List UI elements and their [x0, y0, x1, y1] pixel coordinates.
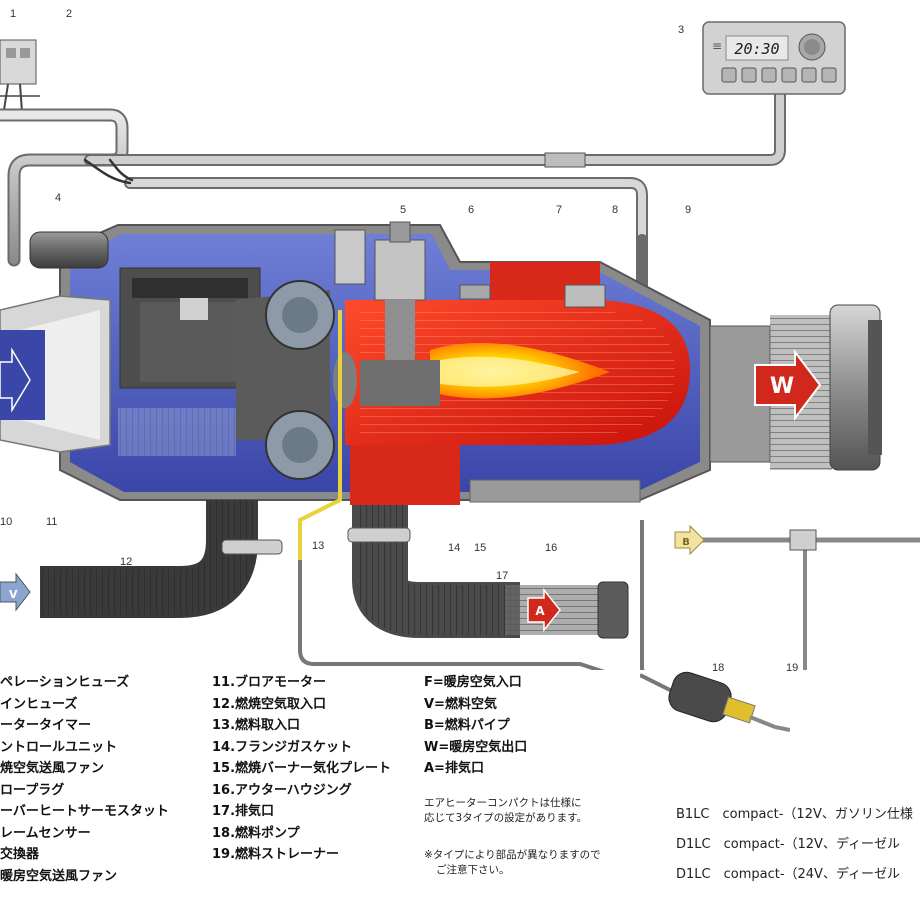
callout-7: 7 [556, 204, 563, 216]
legend-item: レームセンサー [0, 825, 91, 841]
flow-arrow-w: W [754, 349, 822, 421]
marker-w: W [770, 374, 794, 399]
fuel-pump [640, 671, 790, 732]
legend-item: 12.燃焼空気取入口 [212, 696, 327, 712]
legend-item: ロープラグ [0, 782, 65, 798]
callout-11: 11 [46, 516, 58, 528]
legend-item: 14.フランジガスケット [212, 739, 353, 755]
legend-middle: 11.ブロアモーター 12.燃焼空気取入口 13.燃料取入口 14.フランジガス… [212, 672, 391, 866]
callout-3: 3 [678, 24, 685, 36]
legend-item: 18.燃料ポンプ [212, 825, 300, 841]
callout-12: 12 [120, 556, 133, 568]
callout-6: 6 [468, 204, 475, 216]
svg-text:≡: ≡ [712, 39, 722, 53]
flame-sensor [459, 284, 491, 300]
flow-arrow-v: V [0, 572, 31, 612]
note-line: ご注意下さい。 [436, 864, 510, 876]
legend-item: 13.燃料取入口 [212, 718, 301, 733]
callout-15: 15 [474, 542, 487, 554]
legend-item: 焼空気送風ファン [0, 761, 105, 776]
model-item: B1LC compact-（12V、ガソリン仕様 [676, 807, 913, 822]
note-line: エアヒーターコンパクトは仕様に [424, 797, 582, 809]
callout-4: 4 [55, 192, 62, 204]
callout-19: 19 [786, 662, 799, 674]
legend-item: W=暖房空気出口 [424, 739, 528, 755]
overheat-thermostat [334, 229, 366, 285]
callout-5: 5 [400, 204, 407, 216]
legend-item: A=排気口 [424, 761, 484, 776]
legend-item: 15.燃焼バーナー気化プレート [212, 761, 392, 776]
flow-arrow-f [0, 347, 31, 413]
model-item: D1LC compact-（12V、ディーゼル [676, 837, 901, 852]
callout-8: 8 [612, 204, 619, 216]
legend-item: F=暖房空気入口 [424, 675, 522, 690]
marker-a: A [535, 604, 545, 618]
legend-item: 19.燃料ストレーナー [212, 847, 340, 862]
heater-timer: 20:30 ≡ [702, 21, 846, 95]
callout-1: 1 [10, 8, 17, 20]
legend-item: インヒューズ [0, 696, 78, 712]
callout-16: 16 [545, 542, 558, 554]
legend-item: ントロールユニット [0, 739, 118, 755]
legend-item: ータータイマー [0, 718, 92, 733]
type-footnote: ※タイプにより部品が異なりますので ご注意下さい。 [424, 848, 601, 878]
legend-item: 16.アウターハウジング [212, 782, 352, 798]
legend-item: 17.排気口 [212, 804, 275, 819]
callout-9: 9 [685, 204, 692, 216]
timer-display: 20:30 [734, 40, 779, 58]
callout-13: 13 [312, 540, 325, 552]
marker-v: V [9, 588, 18, 601]
blower-motor [118, 267, 335, 480]
legend-item: 11.ブロアモーター [212, 675, 327, 690]
marker-b: B [682, 537, 690, 548]
wiring-harness [0, 89, 786, 296]
note-line: ※タイプにより部品が異なりますので [424, 849, 601, 861]
note-line: 応じて3タイプの設定があります。 [424, 812, 588, 824]
legend-item: V=燃料空気 [424, 696, 497, 712]
callout-17: 17 [496, 570, 509, 582]
legend-item: 暖房空気送風ファン [0, 868, 118, 884]
legend-item: ーバーヒートサーモスタット [0, 804, 169, 819]
exhaust-duct [347, 505, 629, 639]
flow-arrow-b: B [674, 524, 705, 556]
combustion-air-intake-duct [40, 500, 283, 618]
combustion-air-fan [29, 231, 109, 269]
fuse-holder [0, 39, 40, 113]
legend-left: ペレーションヒューズ インヒューズ ータータイマー ントロールユニット 焼空気送… [0, 672, 169, 887]
sensor-8 [564, 284, 606, 308]
compact-note: エアヒーターコンパクトは仕様に 応じて3タイプの設定があります。 [424, 796, 587, 826]
legend-item: 交換器 [0, 847, 40, 862]
model-list: B1LC compact-（12V、ガソリン仕様 D1LC compact-（1… [676, 800, 913, 890]
callout-18: 18 [712, 662, 725, 674]
legend-item: ペレーションヒューズ [0, 675, 130, 690]
callout-10: 10 [0, 516, 13, 528]
legend-codes: F=暖房空気入口 V=燃料空気 B=燃料パイプ W=暖房空気出口 A=排気口 [424, 672, 527, 780]
flow-arrow-a: A [527, 587, 561, 633]
model-item: D1LC compact-（24V、ディーゼル [676, 867, 901, 882]
heater-cutaway-diagram: 20:30 ≡ [0, 21, 920, 670]
fuel-pipe [298, 520, 920, 670]
callout-14: 14 [448, 542, 461, 554]
fuel-line [298, 310, 342, 560]
callout-2: 2 [66, 8, 73, 20]
legend-item: B=燃料パイプ [424, 718, 510, 733]
